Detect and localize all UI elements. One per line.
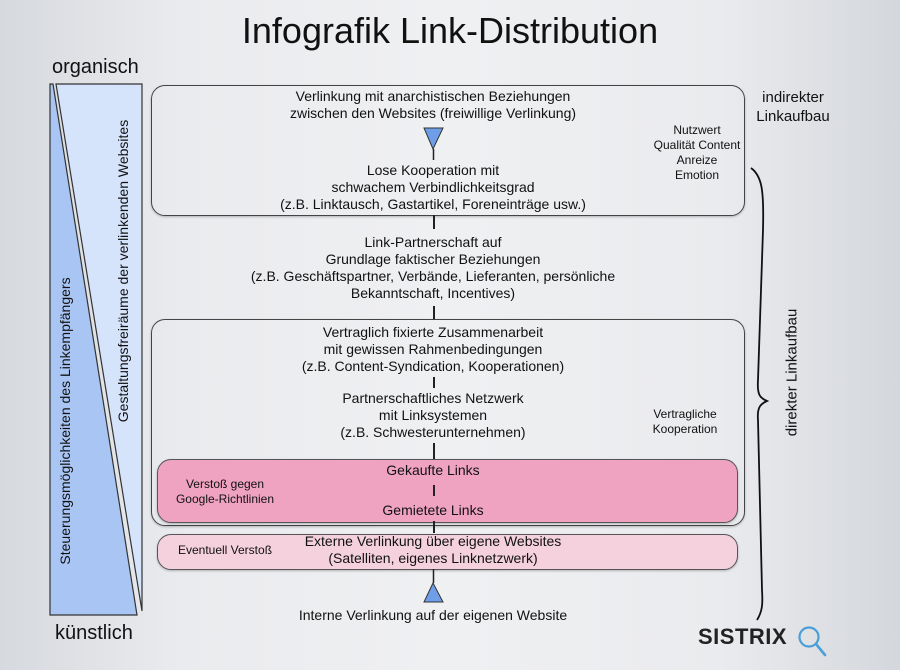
- text-line: (z.B. Content-Syndication, Kooperationen…: [301, 358, 565, 374]
- internal-linking-text: Interne Verlinkung auf der eigenen Websi…: [298, 607, 568, 623]
- text-line: (z.B. Linktausch, Gastartikel, Foreneint…: [280, 196, 586, 212]
- page-title: Infografik Link-Distribution: [241, 10, 659, 51]
- text-line: Vertragliche: [653, 407, 717, 421]
- text-line: zwischen den Websites (freiwillige Verli…: [289, 105, 577, 121]
- connector-line: [433, 215, 435, 229]
- contractual-cooperation-box: [151, 319, 745, 526]
- connector-line: [433, 521, 435, 533]
- text-line: Externe Verlinkung über eigene Websites: [304, 533, 562, 549]
- text-line: mit gewissen Rahmenbedingungen: [323, 341, 543, 357]
- text-line: Bekanntschaft, Incentives): [350, 285, 516, 301]
- connector-line: [433, 443, 435, 459]
- link-partnership-text: Link-Partnerschaft auf Grundlage faktisc…: [151, 234, 715, 302]
- factor-item: Nutzwert: [673, 123, 721, 137]
- light-wedge: [55, 83, 143, 612]
- contractual-text: Vertraglich fixierte Zusammenarbeit mit …: [151, 324, 715, 375]
- indirect-linking-box: [151, 85, 745, 216]
- text-line: Kooperation: [652, 422, 718, 436]
- triangle-up-icon: [423, 581, 444, 603]
- text-line: (Satelliten, eigenes Linknetzwerk): [328, 550, 538, 566]
- text-line: Verlinkung mit anarchistischen Beziehung…: [295, 88, 571, 104]
- artificial-label: künstlich: [55, 622, 133, 644]
- factor-item: Emotion: [674, 168, 720, 182]
- dark-wedge: [49, 83, 138, 616]
- connector-line: [433, 377, 435, 388]
- direct-linkbuilding-label: direkter Linkaufbau: [783, 308, 801, 437]
- external-own-text: Externe Verlinkung über eigene Websites …: [151, 533, 715, 567]
- possible-violation-label: Eventuell Verstoß: [177, 543, 273, 557]
- text-line: Verstoß gegen: [185, 477, 265, 491]
- text-line: Partnerschaftliches Netzwerk: [342, 390, 524, 406]
- partner-network-text: Partnerschaftliches Netzwerk mit Linksys…: [151, 390, 715, 441]
- text-line: Vertraglich fixierte Zusammenarbeit: [322, 324, 544, 340]
- violation-label: Verstoß gegen Google-Richtlinien: [165, 477, 285, 507]
- connector-line: [433, 306, 435, 319]
- triangle-down-icon: [423, 127, 444, 151]
- text-line: Grundlage faktischer Beziehungen: [325, 251, 541, 267]
- text-line: mit Linksystemen: [378, 407, 488, 423]
- text-line: (z.B. Geschäftspartner, Verbände, Liefer…: [250, 268, 616, 284]
- text-line: (z.B. Schwesterunternehmen): [340, 424, 526, 440]
- text-line: Lose Kooperation mit: [366, 162, 500, 178]
- text-line: schwachem Verbindlichkeitsgrad: [331, 179, 535, 195]
- connector-line: [433, 485, 435, 496]
- text-line: indirekter: [762, 89, 824, 106]
- external-own-box: [157, 534, 738, 570]
- rented-links-text: Gemietete Links: [382, 502, 484, 518]
- indirect-linkbuilding-label: indirekter Linkaufbau: [748, 88, 838, 126]
- text-line: Linkaufbau: [756, 108, 830, 125]
- sistrix-logo-text: SISTRIX: [698, 624, 788, 649]
- curly-brace-icon: [750, 167, 770, 621]
- contractual-side-label: Vertragliche Kooperation: [625, 407, 745, 437]
- indirect-factors: Nutzwert Qualität Content Anreize Emotio…: [632, 123, 762, 183]
- factor-item: Anreize: [676, 153, 718, 167]
- text-line: Link-Partnerschaft auf: [364, 234, 502, 250]
- bought-links-text: Gekaufte Links: [386, 462, 480, 478]
- free-linking-text: Verlinkung mit anarchistischen Beziehung…: [151, 88, 715, 122]
- magnifier-icon: [798, 626, 827, 657]
- organic-label: organisch: [52, 56, 139, 78]
- loose-cooperation-text: Lose Kooperation mit schwachem Verbindli…: [151, 162, 715, 213]
- paid-links-box: [157, 459, 738, 523]
- text-line: Google-Richtlinien: [175, 492, 275, 506]
- factor-item: Qualität Content: [653, 138, 741, 152]
